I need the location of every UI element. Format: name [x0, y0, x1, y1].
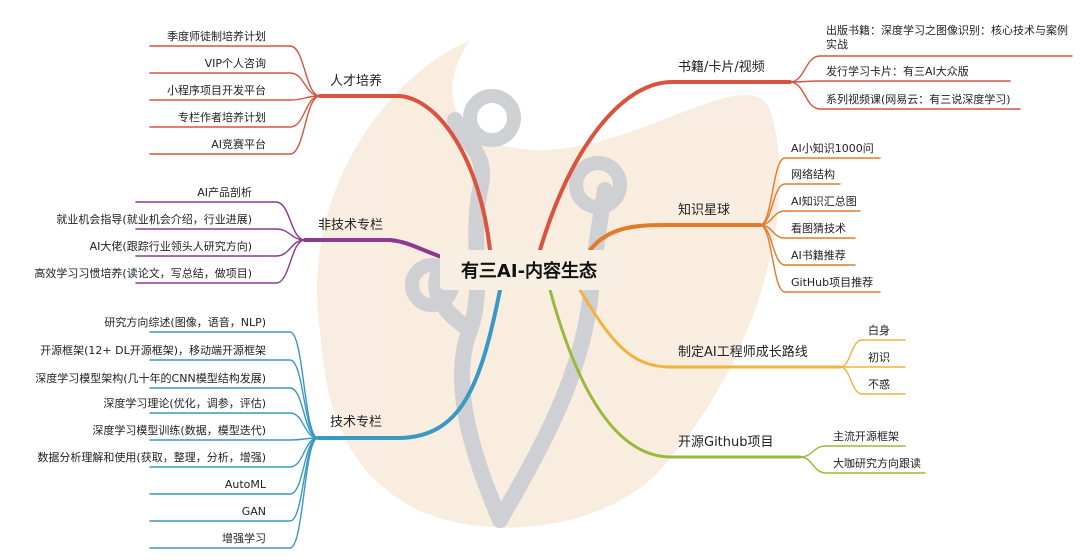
- branch-talent[interactable]: 人才培养: [330, 74, 383, 89]
- edge-books-leaf-2: [789, 80, 1011, 83]
- planet-item-6[interactable]: GitHub项目推荐: [791, 276, 874, 289]
- books-item-1[interactable]: 出版书籍：深度学习之图像识别：核心技术与案例实战: [826, 24, 1068, 51]
- edge-github-leaf-2: [799, 456, 926, 474]
- planet-item-3[interactable]: AI知识汇总图: [791, 195, 857, 208]
- branch-github[interactable]: 开源Github项目: [678, 435, 774, 450]
- edge-talent-leaf-3: [149, 95, 321, 101]
- edge-talent-leaf-5: [149, 95, 321, 155]
- planet-item-4[interactable]: 看图猜技术: [791, 222, 846, 235]
- tech-item-7[interactable]: AutoML: [224, 478, 266, 491]
- tech-item-3[interactable]: 深度学习模型架构(几十年的CNN模型结构发展): [35, 372, 266, 385]
- tech-item-1[interactable]: 研究方向综述(图像，语音，NLP): [104, 316, 266, 329]
- edge-talent-leaf-2: [149, 72, 321, 97]
- talent-item-5[interactable]: AI竞赛平台: [211, 138, 266, 151]
- planet-item-5[interactable]: AI书籍推荐: [791, 249, 846, 262]
- edge-tech-leaf-1: [149, 331, 319, 439]
- edge-planet: [588, 223, 762, 252]
- edge-nontech-leaf-1: [135, 201, 306, 241]
- github-item-2[interactable]: 大咖研究方向跟读: [833, 457, 921, 470]
- tech-item-6[interactable]: 数据分析理解和使用(获取，整理，分析，增强): [37, 451, 266, 464]
- edge-tech-leaf-9: [149, 437, 319, 549]
- path-item-3[interactable]: 不惑: [868, 378, 890, 391]
- edge-books-leaf-3: [789, 81, 1021, 110]
- talent-item-3[interactable]: 小程序项目开发平台: [167, 84, 266, 97]
- planet-item-2[interactable]: 网络结构: [791, 168, 835, 181]
- edge-planet-leaf-2: [759, 183, 841, 226]
- github-item-1[interactable]: 主流开源框架: [833, 430, 899, 443]
- edge-talent-leaf-1: [149, 45, 321, 97]
- nontech-item-3[interactable]: AI大佬(跟踪行业领头人研究方向): [89, 240, 252, 253]
- tech-item-5[interactable]: 深度学习模型训练(数据，模型迭代): [92, 424, 266, 437]
- path-item-2[interactable]: 初识: [868, 351, 890, 364]
- edge-nontech-leaf-4: [135, 239, 306, 284]
- edge-tech-leaf-5: [149, 437, 319, 441]
- edge-tech-leaf-4: [149, 412, 319, 439]
- books-item-3[interactable]: 系列视频课(网易云：有三说深度学习): [826, 93, 1011, 106]
- tech-item-8[interactable]: GAN: [241, 505, 266, 518]
- branch-path[interactable]: 制定AI工程师成长路线: [678, 345, 808, 360]
- nontech-item-4[interactable]: 高效学习习惯培养(读论文，写总结，做项目): [34, 267, 252, 280]
- books-item-2[interactable]: 发行学习卡片：有三AI大众版: [826, 65, 969, 78]
- edge-nontech-leaf-2: [135, 228, 306, 241]
- branch-books[interactable]: 书籍/卡片/视频: [678, 60, 765, 75]
- edge-path-leaf-3: [839, 366, 906, 395]
- edge-github-leaf-1: [799, 445, 906, 458]
- edge-github: [548, 288, 802, 459]
- edge-path: [578, 288, 842, 369]
- edge-tech: [316, 288, 502, 440]
- talent-item-2[interactable]: VIP个人咨询: [204, 57, 266, 70]
- edge-planet-leaf-6: [759, 224, 881, 293]
- branch-planet[interactable]: 知识星球: [678, 203, 731, 218]
- tech-item-4[interactable]: 深度学习理论(优化，调参，评估): [103, 397, 266, 410]
- edge-talent: [318, 94, 492, 252]
- nontech-item-2[interactable]: 就业机会指导(就业机会介绍，行业进展): [56, 213, 252, 226]
- branch-nontech[interactable]: 非技术专栏: [318, 218, 384, 233]
- tech-item-9[interactable]: 增强学习: [222, 532, 266, 545]
- nontech-item-1[interactable]: AI产品剖析: [197, 186, 252, 199]
- edge-tech-leaf-3: [149, 387, 319, 439]
- root-topic: 有三AI-内容生态: [440, 250, 618, 290]
- talent-item-1[interactable]: 季度师徒制培养计划: [167, 30, 266, 43]
- tech-item-2[interactable]: 开源框架(12+ DL开源框架)，移动端开源框架: [40, 344, 266, 357]
- talent-item-4[interactable]: 专栏作者培养计划: [178, 111, 266, 124]
- path-item-1[interactable]: 白身: [868, 324, 890, 337]
- edge-books-leaf-1: [789, 55, 1073, 83]
- edge-planet-leaf-1: [759, 157, 881, 226]
- planet-item-1[interactable]: AI小知识1000问: [791, 142, 874, 155]
- edge-planet-leaf-3: [759, 210, 861, 226]
- edge-tech-leaf-2: [149, 359, 319, 439]
- edge-path-leaf-1: [839, 339, 906, 368]
- branch-tech[interactable]: 技术专栏: [330, 415, 383, 430]
- edge-books: [538, 80, 792, 252]
